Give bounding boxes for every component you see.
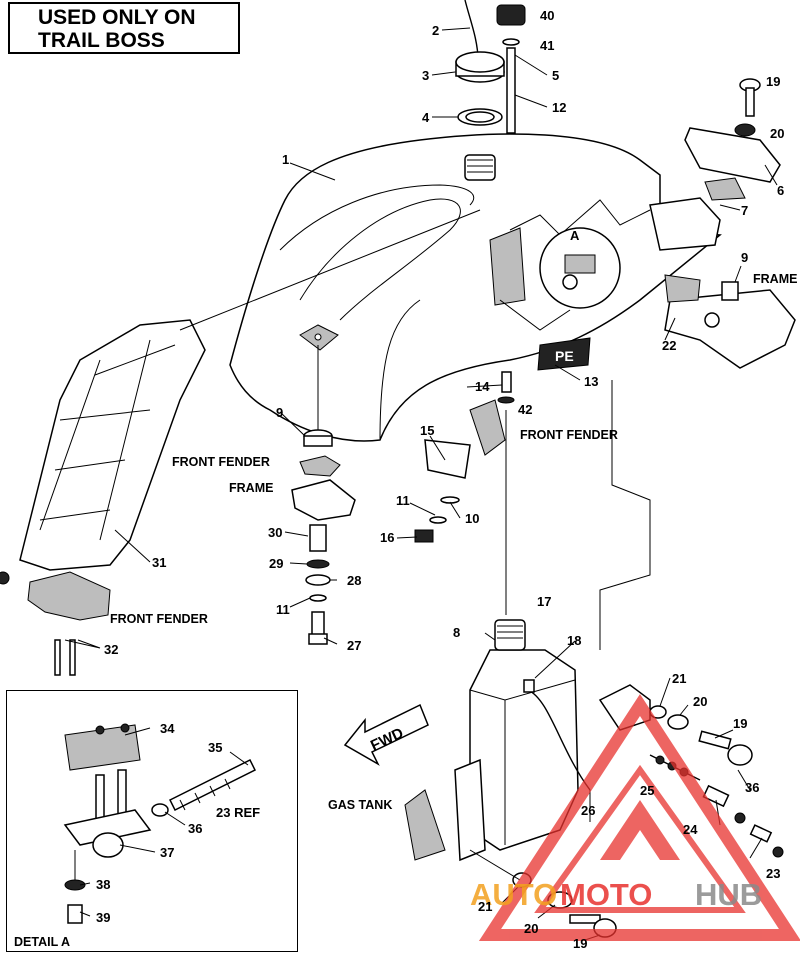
callout-16: 16 [380, 530, 394, 545]
detail-marker-a: A [570, 228, 580, 243]
callout-28: 28 [347, 573, 361, 588]
callout-21-bottom: 21 [478, 899, 492, 914]
label-frame-1: FRAME [229, 481, 273, 495]
label-gas-tank: GAS TANK [328, 798, 392, 812]
watermark-hub: HUB [695, 877, 762, 912]
callout-5: 5 [552, 68, 559, 83]
seat-support-31 [0, 209, 481, 676]
callout-30: 30 [268, 525, 282, 540]
label-detail-a: DETAIL A [14, 935, 70, 949]
callout-9-left: 9 [276, 405, 283, 420]
callout-38: 38 [96, 877, 110, 892]
callout-1: 1 [282, 152, 289, 167]
callout-34: 34 [160, 721, 175, 736]
callout-19-bottom: 19 [573, 936, 587, 951]
callout-20-mid: 20 [693, 694, 707, 709]
callout-3: 3 [422, 68, 429, 83]
callout-23-ref: 23 REF [216, 805, 260, 820]
detail-a-contents [63, 723, 257, 924]
callout-2: 2 [432, 23, 439, 38]
fender-bracket-stack [414, 371, 515, 615]
callout-21-top: 21 [672, 671, 686, 686]
watermark-moto: MOTO [560, 877, 652, 912]
callout-4: 4 [422, 110, 430, 125]
callout-9-right: 9 [741, 250, 748, 265]
mount-stack [291, 345, 356, 645]
callout-19-mid: 19 [733, 716, 747, 731]
callout-32: 32 [104, 642, 118, 657]
label-frame-2: FRAME [753, 272, 797, 286]
callout-12: 12 [552, 100, 566, 115]
watermark-text: AUTO MOTO HUB [470, 877, 762, 912]
detail-a-box [6, 690, 298, 952]
title-line-1: USED ONLY ON [38, 6, 196, 29]
fwd-arrow: FWD [343, 703, 429, 766]
callout-36-detail: 36 [188, 821, 202, 836]
callout-37: 37 [160, 845, 174, 860]
callout-14: 14 [475, 379, 490, 394]
callout-18: 18 [567, 633, 581, 648]
callout-36-right: 36 [745, 780, 759, 795]
callout-40: 40 [540, 8, 554, 23]
decal-text: PE [555, 348, 574, 364]
gas-tank-8 [404, 619, 651, 862]
callout-6: 6 [777, 183, 784, 198]
callout-7: 7 [741, 203, 748, 218]
callout-22: 22 [662, 338, 676, 353]
label-front-fender-2: FRONT FENDER [520, 428, 618, 442]
callout-11-left: 11 [276, 602, 290, 617]
callout-23: 23 [766, 866, 780, 881]
callout-29: 29 [269, 556, 283, 571]
callout-19-top: 19 [766, 74, 780, 89]
callout-8: 8 [453, 625, 460, 640]
decal-13: PE [537, 337, 591, 371]
callout-41: 41 [540, 38, 554, 53]
callout-31: 31 [152, 555, 166, 570]
tank-body [229, 133, 722, 442]
callout-20-bottom: 20 [524, 921, 538, 936]
title-box: USED ONLY ON TRAIL BOSS [8, 2, 240, 54]
callout-10: 10 [465, 511, 479, 526]
title-line-2: TRAIL BOSS [38, 29, 165, 52]
callout-35: 35 [208, 740, 222, 755]
callout-20-top: 20 [770, 126, 784, 141]
detail-a-circle: A [539, 227, 621, 309]
callout-25: 25 [640, 783, 654, 798]
callout-24: 24 [683, 822, 698, 837]
callout-17: 17 [537, 594, 551, 609]
watermark-auto: AUTO [470, 877, 557, 912]
callout-27: 27 [347, 638, 361, 653]
right-brackets [649, 78, 796, 369]
callout-39: 39 [96, 910, 110, 925]
label-front-fender-3: FRONT FENDER [110, 612, 208, 626]
callout-15: 15 [420, 423, 434, 438]
watermark-logo [478, 694, 800, 941]
callout-42: 42 [518, 402, 532, 417]
callout-13: 13 [584, 374, 598, 389]
callout-11-mid: 11 [396, 493, 410, 508]
gas-cap-parts [455, 0, 526, 134]
leader-lines [64, 27, 778, 941]
callout-26: 26 [581, 803, 595, 818]
label-front-fender-1: FRONT FENDER [172, 455, 270, 469]
